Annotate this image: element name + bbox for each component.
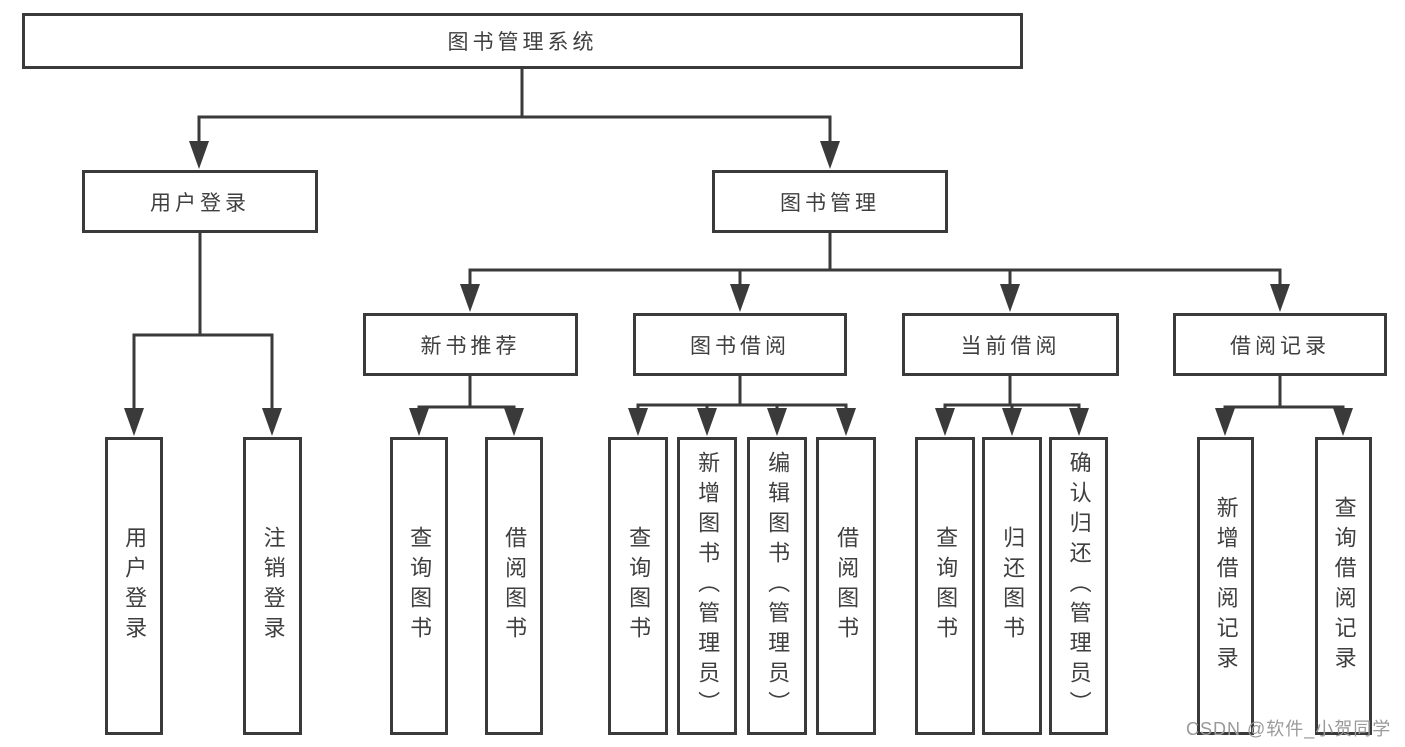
node-new-book-recommend: 新书推荐 xyxy=(363,313,578,376)
connector-bookborrow-to-leaves xyxy=(628,376,856,436)
node-label: 查询图书 xyxy=(407,526,433,646)
leaf-confirm-return-admin: 确认归还（管理员） xyxy=(1049,437,1108,735)
node-label: 新书推荐 xyxy=(420,334,521,358)
node-current-borrow: 当前借阅 xyxy=(902,313,1119,376)
node-label: 编辑图书（管理员） xyxy=(765,451,791,721)
connector-userlogin-to-leaves xyxy=(124,233,282,436)
leaf-query-books-recommend: 查询图书 xyxy=(390,437,448,735)
node-label: 用户登录 xyxy=(122,526,148,646)
leaf-query-books-current: 查询图书 xyxy=(915,437,975,735)
leaf-query-borrow-record: 查询借阅记录 xyxy=(1315,437,1372,735)
leaf-user-login: 用户登录 xyxy=(105,437,163,735)
leaf-borrow-books-recommend: 借阅图书 xyxy=(485,437,543,735)
node-label: 用户登录 xyxy=(150,191,250,215)
node-label: 图书管理 xyxy=(780,191,880,215)
leaf-borrow-books: 借阅图书 xyxy=(816,437,876,735)
node-label: 新增借阅记录 xyxy=(1213,496,1239,676)
leaf-edit-books-admin: 编辑图书（管理员） xyxy=(747,437,807,735)
leaf-add-books-admin: 新增图书（管理员） xyxy=(677,437,737,735)
node-label: 确认归还（管理员） xyxy=(1066,451,1092,721)
leaf-add-borrow-record: 新增借阅记录 xyxy=(1197,437,1254,735)
node-label: 借阅记录 xyxy=(1230,334,1330,358)
node-label: 当前借阅 xyxy=(960,334,1061,358)
node-book-management: 图书管理 xyxy=(712,170,948,233)
connector-newbook-to-leaves xyxy=(409,376,524,436)
node-label: 注销登录 xyxy=(260,526,286,646)
node-borrow-records: 借阅记录 xyxy=(1173,313,1387,376)
connector-currentborrow-to-leaves xyxy=(935,375,1089,436)
node-label: 新增图书（管理员） xyxy=(695,451,721,721)
node-book-borrow: 图书借阅 xyxy=(633,313,847,376)
connector-bookmgmt-to-level3 xyxy=(460,233,1290,312)
node-root-system: 图书管理系统 xyxy=(22,13,1023,69)
connector-root-to-level2 xyxy=(189,69,840,169)
leaf-return-books: 归还图书 xyxy=(982,437,1042,735)
connector-borrowrecords-to-leaves xyxy=(1215,376,1353,436)
watermark: CSDN @软件_小贺同学 xyxy=(1186,719,1392,739)
node-user-login-module: 用户登录 xyxy=(82,170,318,233)
node-label: 归还图书 xyxy=(1000,526,1026,646)
node-label: 图书借阅 xyxy=(690,334,790,358)
leaf-query-books-borrow: 查询图书 xyxy=(608,437,668,735)
node-label: 查询借阅记录 xyxy=(1331,496,1357,676)
node-label: 查询图书 xyxy=(933,526,959,646)
node-label: 查询图书 xyxy=(626,526,652,646)
node-label: 借阅图书 xyxy=(502,526,528,646)
node-label: 借阅图书 xyxy=(834,526,860,646)
leaf-logout: 注销登录 xyxy=(243,437,302,735)
node-label: 图书管理系统 xyxy=(447,31,598,54)
